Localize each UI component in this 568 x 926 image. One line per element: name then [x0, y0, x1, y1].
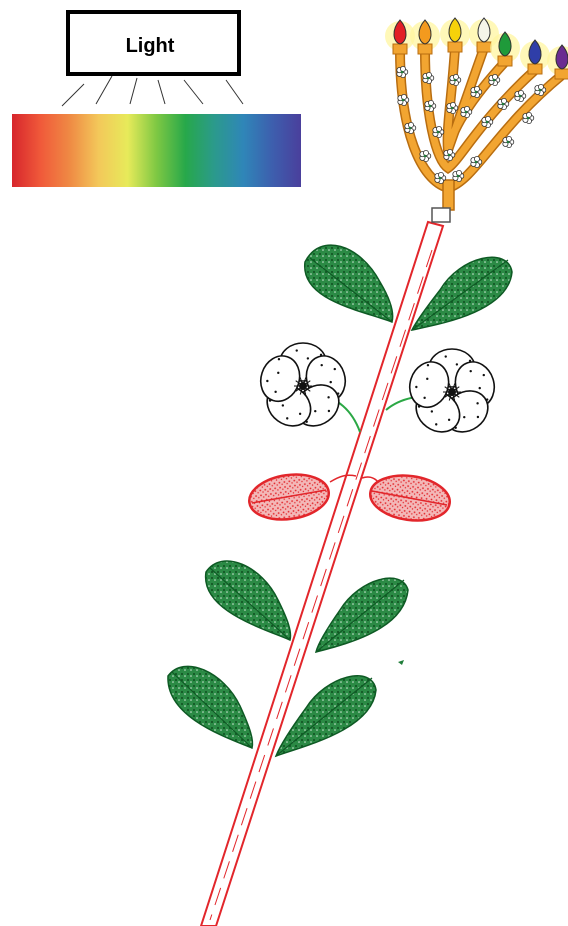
petal-dot [456, 363, 458, 365]
petal-dot [296, 349, 298, 351]
petal-dot [330, 381, 332, 383]
candle-cup [418, 44, 432, 54]
menorah-blossom [420, 150, 431, 161]
light-ray [226, 80, 243, 104]
petal-dot [415, 386, 417, 388]
candle [520, 40, 550, 74]
petal-dot [477, 416, 479, 418]
candle-cup [498, 56, 512, 66]
light-ray [96, 76, 112, 104]
sepal [246, 470, 331, 525]
petal-dot [274, 391, 276, 393]
menorah-blossom [515, 90, 526, 101]
light-ray [62, 84, 84, 106]
candle [440, 18, 470, 52]
leaf [316, 578, 408, 652]
light-ray [158, 80, 165, 104]
menorah-blossom [423, 72, 434, 83]
candle-cup [393, 44, 407, 54]
petal-dot [334, 368, 336, 370]
petal-dot [307, 357, 309, 359]
flower-center [299, 382, 307, 390]
sepal-stalk [362, 477, 378, 482]
leaf [206, 561, 291, 640]
leaf [305, 245, 393, 322]
leaf [168, 666, 253, 748]
menorah-shaft [443, 180, 454, 210]
petal-dot [463, 416, 465, 418]
petal-dot [479, 387, 481, 389]
light-ray [130, 78, 137, 104]
petal-dot [278, 358, 280, 360]
petal-dot [427, 364, 429, 366]
petal-dot [327, 396, 329, 398]
color-spectrum [12, 114, 301, 187]
menorah [385, 18, 568, 222]
petal-dot [445, 355, 447, 357]
petal-dot [277, 372, 279, 374]
petal-dot [435, 423, 437, 425]
candle [410, 20, 440, 54]
candle-cup [528, 64, 542, 74]
petal-dot [470, 370, 472, 372]
menorah-blossom [450, 74, 461, 85]
petal-dot [321, 364, 323, 366]
petal-dot [483, 374, 485, 376]
petal-dot [314, 410, 316, 412]
petal-dot [476, 402, 478, 404]
petal-dot [431, 410, 433, 412]
flower [404, 349, 500, 440]
light-rays [62, 76, 243, 106]
flower-center [448, 388, 456, 396]
petal-dot [448, 419, 450, 421]
light-label: Light [126, 35, 175, 57]
menorah-blossom [397, 66, 408, 77]
light-ray [184, 80, 203, 104]
petal-dot [299, 413, 301, 415]
petal-dot [266, 380, 268, 382]
menorah-blossom [433, 126, 444, 137]
sepal [367, 471, 452, 526]
candle-cup [448, 42, 462, 52]
petal-dot [328, 410, 330, 412]
petal-dot [282, 404, 284, 406]
flower [255, 343, 351, 434]
menorah-base [432, 208, 450, 222]
light-source: Light [12, 12, 301, 187]
petal-dot [286, 417, 288, 419]
candle-cup [555, 69, 568, 79]
candle-cup [477, 42, 491, 52]
leaf-fragment [398, 660, 404, 665]
candle [547, 45, 568, 79]
menorah-blossom [425, 100, 436, 111]
petal-dot [423, 397, 425, 399]
petal-dot [426, 378, 428, 380]
menorah-blossom [503, 136, 514, 147]
menorah-blossom [523, 112, 534, 123]
